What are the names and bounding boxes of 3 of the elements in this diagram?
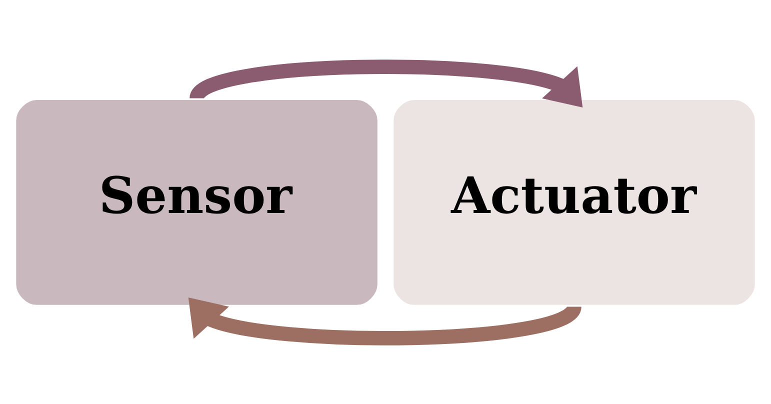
node-box: Actuator xyxy=(392,98,757,306)
node-box: Sensor xyxy=(14,98,380,306)
arrow xyxy=(188,296,580,345)
